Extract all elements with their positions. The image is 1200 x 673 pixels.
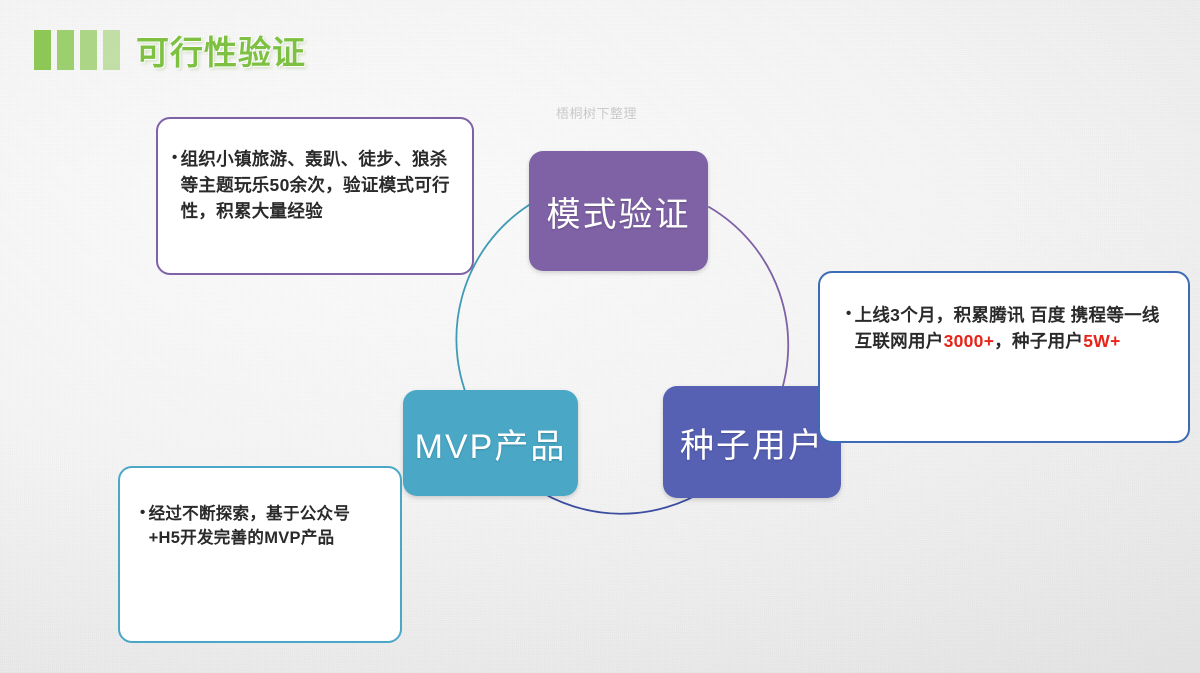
- node-mode-validation-label: 模式验证: [546, 195, 691, 234]
- node-mvp-product[interactable]: MVP产品: [403, 390, 578, 496]
- arc-right: [708, 206, 790, 405]
- callout-mvp-product-body: • 经过不断探索，基于公众号+H5开发完善的MVP产品: [140, 502, 380, 551]
- node-mode-validation[interactable]: 模式验证: [529, 151, 708, 271]
- callout-seed-users-body: • 上线3个月，积累腾讯 百度 携程等一线互联网用户3000+，种子用户5W+: [846, 303, 1172, 355]
- callout-mode-validation: • 组织小镇旅游、轰趴、徒步、狼杀等主题玩乐50余次，验证模式可行性，积累大量经…: [156, 117, 474, 275]
- slide-header: 可行性验证: [34, 28, 306, 72]
- bullet-icon: •: [846, 305, 852, 322]
- node-seed-users[interactable]: 种子用户: [663, 386, 841, 498]
- callout-seed-users: • 上线3个月，积累腾讯 百度 携程等一线互联网用户3000+，种子用户5W+: [818, 271, 1190, 443]
- stat-registered-users: 3000+: [943, 330, 995, 351]
- page-title: 可行性验证: [136, 34, 306, 71]
- callout-seed-users-mid: ，种子用户: [994, 330, 1084, 351]
- callout-seed-users-text: 上线3个月，积累腾讯 百度 携程等一线互联网用户3000+，种子用户5W+: [855, 303, 1172, 355]
- watermark-text: 梧桐树下整理: [556, 106, 638, 121]
- callout-mvp-product: • 经过不断探索，基于公众号+H5开发完善的MVP产品: [118, 466, 402, 643]
- header-bars-decoration: [34, 30, 120, 70]
- header-bar-3: [80, 30, 97, 70]
- callout-seed-users-line2: 度 携程等一线互联网用户: [854, 305, 1160, 351]
- callout-mode-validation-body: • 组织小镇旅游、轰趴、徒步、狼杀等主题玩乐50余次，验证模式可行性，积累大量经…: [172, 147, 454, 225]
- bullet-icon: •: [140, 504, 146, 521]
- node-seed-users-label: 种子用户: [680, 426, 824, 465]
- stat-seed-users: 5W+: [1083, 330, 1121, 351]
- header-bar-1: [34, 30, 51, 70]
- header-bar-4: [103, 30, 120, 70]
- callout-mode-validation-text: 组织小镇旅游、轰趴、徒步、狼杀等主题玩乐50余次，验证模式可行性，积累大量经验: [180, 149, 450, 221]
- node-mvp-product-label: MVP产品: [414, 427, 567, 466]
- callout-mvp-product-text: 经过不断探索，基于公众号+H5开发完善的MVP产品: [148, 505, 351, 548]
- bullet-icon: •: [172, 149, 178, 166]
- callout-seed-users-line1: 上线3个月，积累腾讯 百: [854, 305, 1048, 325]
- header-bar-2: [57, 30, 74, 70]
